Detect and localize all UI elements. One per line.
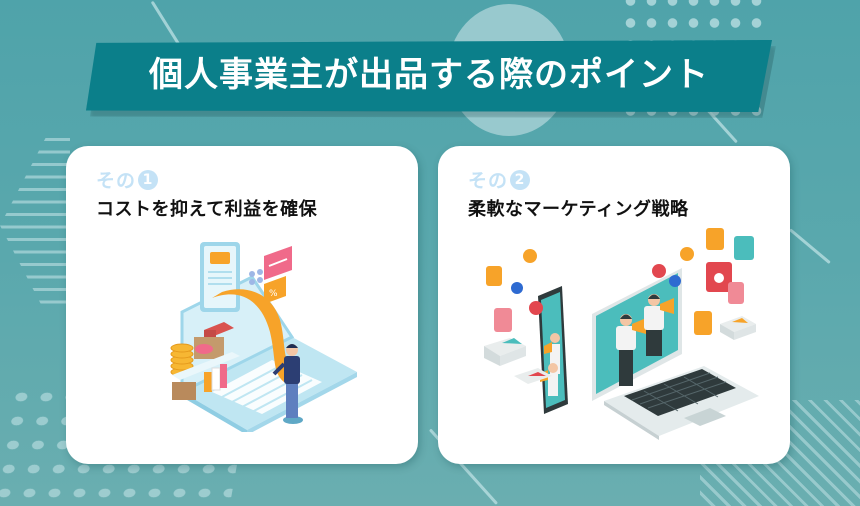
laptop-smartphone-megaphone-marketing-illustration: [474, 226, 764, 446]
page-title: 個人事業主が出品する際のポイント: [149, 55, 709, 95]
card-heading: 柔軟なマーケティング戦略: [468, 199, 689, 220]
point-card-2: その 2 柔軟なマーケティング戦略: [438, 146, 790, 464]
point-card-1: その 1 コストを抑えて利益を確保: [66, 146, 418, 464]
laptop-shopping-receipt-illustration: %: [152, 232, 362, 432]
point-label: その 2: [468, 166, 531, 193]
point-label-text: その: [96, 170, 137, 192]
point-label: その 1: [96, 166, 159, 193]
decorative-stripes-left: [0, 138, 70, 313]
point-number-badge: 2: [510, 169, 531, 190]
banner-background: [86, 40, 772, 112]
title-banner: 個人事業主が出品する際のポイント: [86, 40, 776, 118]
svg-text:%: %: [269, 289, 278, 299]
point-label-text: その: [468, 170, 509, 192]
card-heading: コストを抑えて利益を確保: [96, 199, 318, 220]
decorative-line: [789, 228, 831, 265]
point-number-badge: 1: [138, 169, 159, 190]
